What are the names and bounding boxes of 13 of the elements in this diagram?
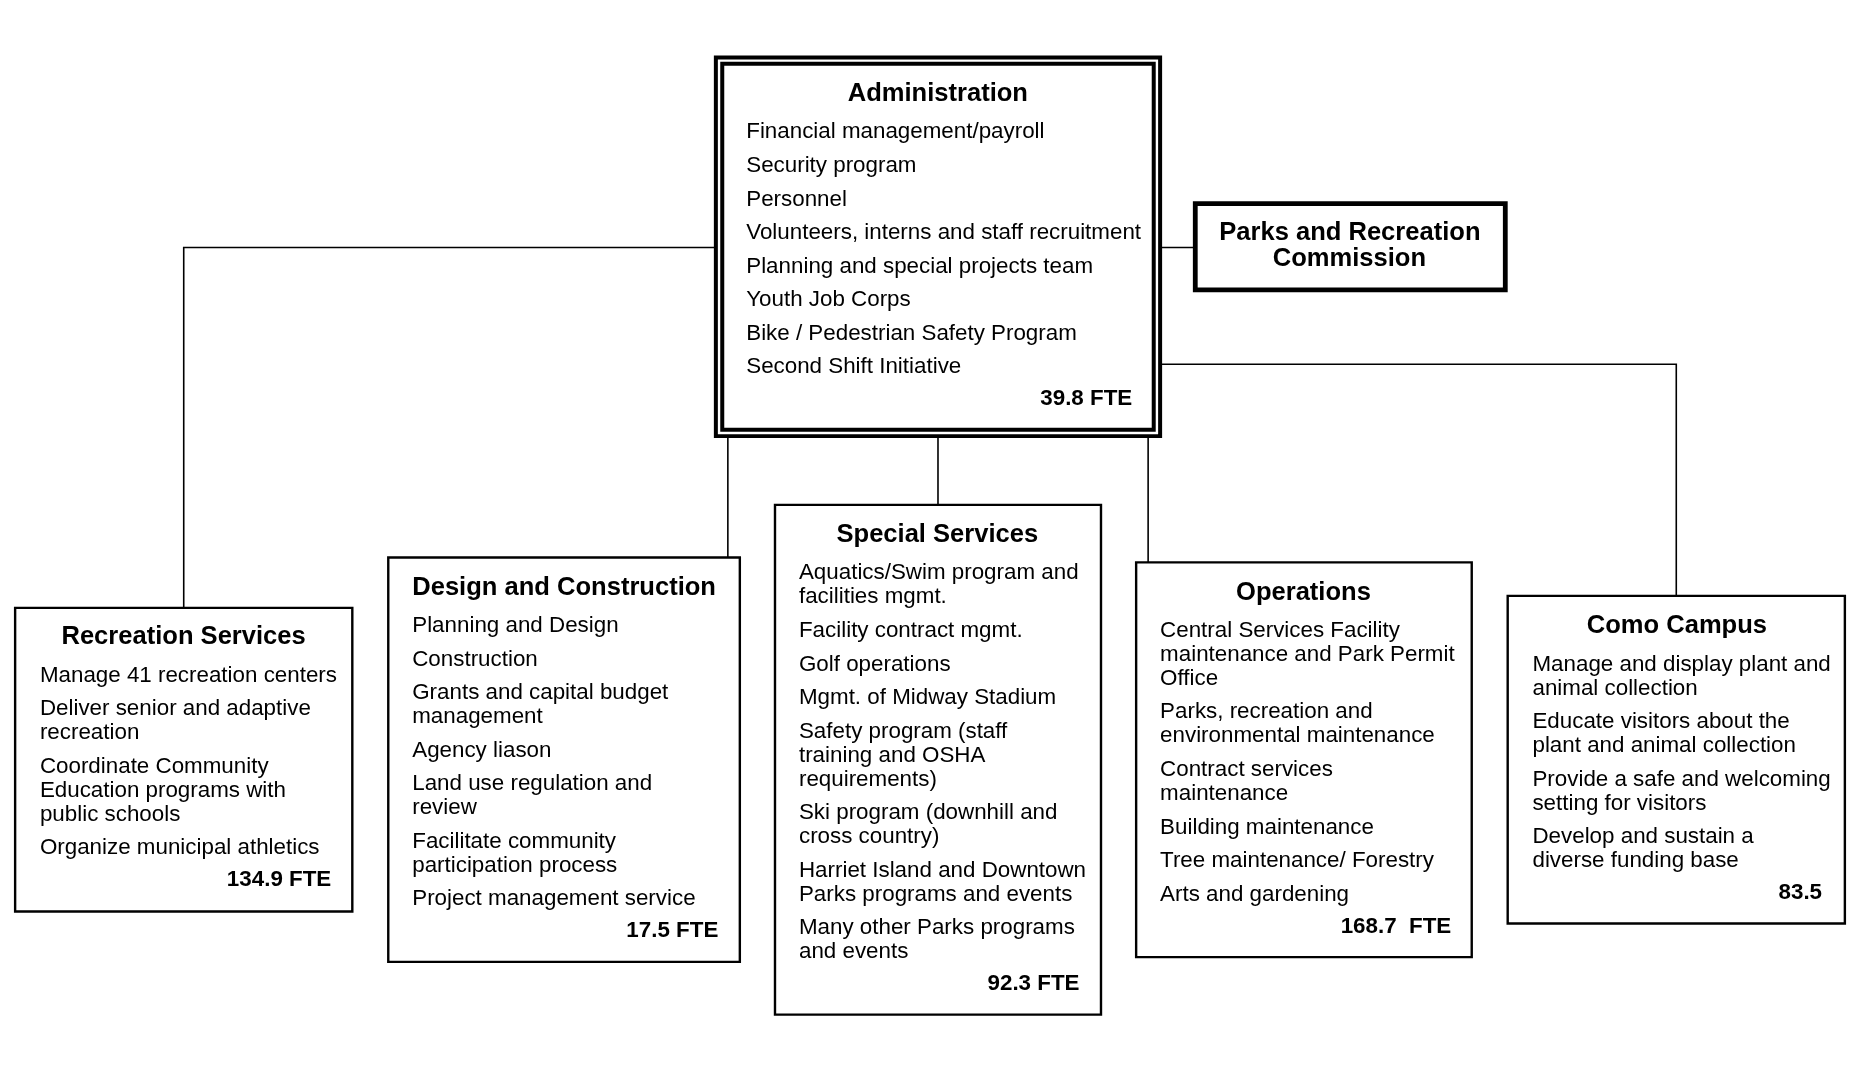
node-box: Operations Central Services Facility maintenance and Park Permit Office Parks, recreation and environmental maintenance Contract services maintenance Building maintenance Tree maintenance/ Forestry Arts and gardening 168.7 FTE <box>1134 561 1473 959</box>
connector <box>937 435 939 506</box>
connector <box>727 435 729 558</box>
connector <box>1147 435 1149 564</box>
connector <box>182 246 717 609</box>
connector <box>1159 246 1196 249</box>
node-box: Recreation Services Manage 41 recreation centers Deliver senior and adaptive recreation Coordinate Community Education programs with public schools Organize municipal athletics 134.9 FTE <box>13 606 354 913</box>
connector <box>1159 363 1678 597</box>
node-box: Como Campus Manage and display plant and animal collection Educate visitors about the plant and animal collection Provide a safe and welcoming setting for visitors Develop and sustain a diverse funding base 83.5 <box>1506 594 1847 925</box>
node-box: Parks and Recreation Commission <box>1192 201 1508 293</box>
node-box: Special Services Aquatics/Swim program and facilities mgmt. Facility contract mgmt. Golf operations Mgmt. of Midway Stadium Safety program (staff training and OSHA requirements) Ski program (downhill and cross country) Harriet Island and Downtown Parks programs and events Many other Parks programs and events 92.3 FTE <box>773 503 1103 1016</box>
node-box: Design and Construction Planning and Design Construction Grants and capital budget management Agency liason Land use regulation and review Facilitate community participation process Project management service 17.5 FTE <box>387 556 742 964</box>
node-box: Administration Financial management/payroll Security program Personnel Volunteers, interns and staff recruitment Planning and special projects team Youth Job Corps Bike / Pedestrian Safety Program Second Shift Initiative 39.8 FTE <box>713 55 1163 439</box>
